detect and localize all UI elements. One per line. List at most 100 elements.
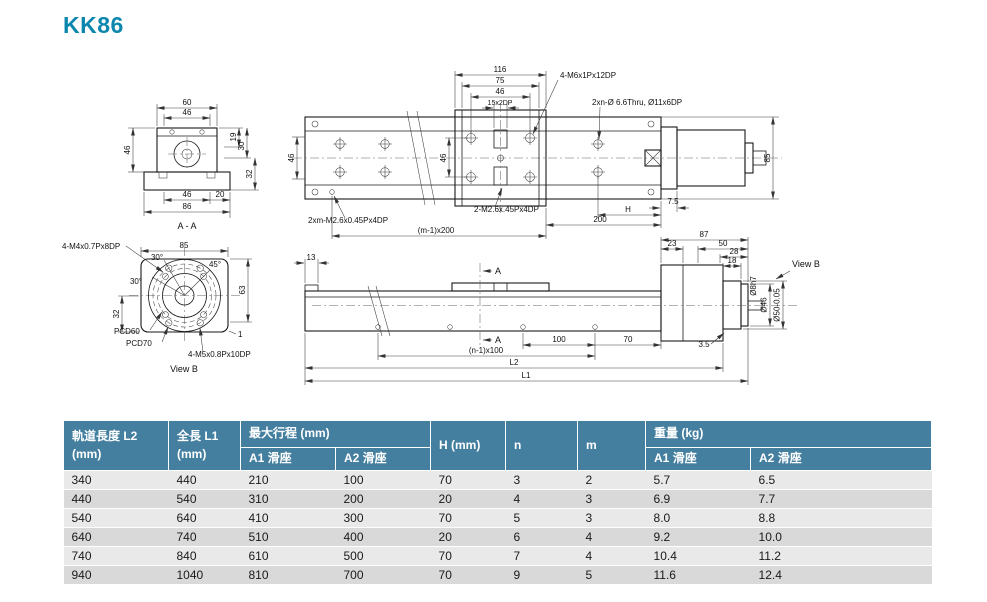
- dim-label: 85: [180, 241, 189, 250]
- stroke-a1-value: 310: [240, 489, 336, 509]
- callout-m6: 4-M6x1Px12DP: [560, 71, 616, 80]
- total-length-value: 640: [168, 508, 241, 528]
- col-header-total-length-unit: (mm): [177, 446, 207, 461]
- stroke-a1-value: 810: [240, 565, 336, 585]
- dim-label: 18: [728, 256, 737, 265]
- weight-a2-value: 12.4: [750, 565, 932, 585]
- dim-label: 86: [183, 202, 192, 211]
- dim-label: 28: [730, 247, 739, 256]
- weight-a2-value: 11.2: [750, 546, 932, 566]
- page-title: KK86: [63, 12, 124, 38]
- stroke-a1-value: 410: [240, 508, 336, 528]
- stroke-a2-value: 100: [335, 470, 431, 490]
- n-value: 5: [505, 508, 578, 528]
- m-value: 3: [577, 489, 646, 509]
- side-view: A A 13 87 23 50 28 18 Ø8h7: [294, 230, 820, 385]
- weight-a1-value: 11.6: [645, 565, 751, 585]
- rail-length-value: 440: [63, 489, 169, 509]
- weight-a1-value: 9.2: [645, 527, 751, 547]
- col-header-max-stroke: 最大行程 (mm): [239, 420, 432, 448]
- h-value: 20: [430, 489, 506, 509]
- stroke-a2-value: 200: [335, 489, 431, 509]
- weight-a2-value: 6.5: [750, 470, 932, 490]
- stroke-a2-value: 300: [335, 508, 431, 528]
- weight-a1-value: 10.4: [645, 546, 751, 566]
- h-value: 70: [430, 565, 506, 585]
- m-value: 3: [577, 508, 646, 528]
- col-header-rail-length-label: 軌道長度 L2: [72, 429, 138, 444]
- m-value: 4: [577, 546, 646, 566]
- stroke-a1-value: 610: [240, 546, 336, 566]
- callout-m4: 4-M4x0.7Px8DP: [62, 242, 120, 251]
- dim-label: 46: [439, 153, 448, 162]
- rail-length-value: 940: [63, 565, 169, 585]
- stroke-a2-value: 700: [335, 565, 431, 585]
- dim-label: L1: [522, 371, 531, 380]
- h-value: 70: [430, 508, 506, 528]
- spec-row: 340 440 210 100 70 3 2 5.7 6.5: [63, 470, 932, 490]
- angle-label: 30°: [151, 253, 163, 262]
- total-length-value: 740: [168, 527, 241, 547]
- spec-table-container: 軌道長度 L2 (mm) 全長 L1 (mm) 最大行程 (mm) H (mm)…: [63, 420, 933, 585]
- section-aa-label: A - A: [177, 221, 196, 231]
- rail-length-value: 740: [63, 546, 169, 566]
- dim-label: 13: [307, 253, 316, 262]
- dim-label: 19: [229, 132, 238, 141]
- dim-label: L2: [510, 358, 519, 367]
- dim-label: 46: [183, 190, 192, 199]
- weight-a1-value: 5.7: [645, 470, 751, 490]
- h-value: 20: [430, 527, 506, 547]
- dim-label: 46: [496, 87, 505, 96]
- angle-label: 30°: [130, 277, 142, 286]
- dim-label: 32: [112, 309, 121, 318]
- view-b: 4-M4x0.7Px8DP 85 30° 45° 30° 63: [62, 241, 252, 374]
- top-view: 116 75 46 15x2DP 4-M6x1Px12DP 2xn-Ø 6.6T…: [287, 65, 782, 239]
- pcd70-label: PCD70: [126, 339, 152, 348]
- technical-drawing: 60 46 46 19 30 32 46 20 86 A - A 4-M4x0.…: [62, 65, 820, 385]
- spec-row: 940 1040 810 700 70 9 5 11.6 12.4: [63, 565, 932, 585]
- dim-label: 7.5: [667, 197, 679, 206]
- weight-a1-value: 8.0: [645, 508, 751, 528]
- weight-a2-value: 10.0: [750, 527, 932, 547]
- dim-label: 50: [719, 239, 728, 248]
- view-b-reference: View B: [792, 259, 820, 269]
- dim-label: 60: [183, 98, 192, 107]
- dim-label: 85: [763, 153, 772, 162]
- header-row-2: A1 滑座 A2 滑座 A1 滑座 A2 滑座: [64, 447, 933, 471]
- n-value: 9: [505, 565, 578, 585]
- dim-label: 46: [287, 153, 296, 162]
- col-header-stroke-a2: A2 滑座: [334, 447, 432, 471]
- dim-label: 75: [496, 76, 505, 85]
- dim-label: 3.5: [698, 340, 710, 349]
- callout-m5: 4-M5x0.8Px10DP: [188, 350, 251, 359]
- dim-label: 200: [593, 215, 607, 224]
- dim-label: (m-1)x200: [418, 226, 455, 235]
- callout-2xm: 2xm-M2.6x0.45Px4DP: [308, 216, 388, 225]
- spec-row: 640 740 510 400 20 6 4 9.2 10.0: [63, 527, 932, 547]
- col-header-weight: 重量 (kg): [645, 420, 933, 448]
- h-value: 70: [430, 546, 506, 566]
- col-header-m: m: [577, 420, 647, 471]
- total-length-value: 540: [168, 489, 241, 509]
- section-arrow-label: A: [495, 266, 501, 276]
- total-length-value: 440: [168, 470, 241, 490]
- spec-row: 740 840 610 500 70 7 4 10.4 11.2: [63, 546, 932, 566]
- dim-label: 46: [123, 145, 132, 154]
- weight-a1-value: 6.9: [645, 489, 751, 509]
- dim-label: 1: [238, 330, 243, 339]
- h-value: 70: [430, 470, 506, 490]
- col-header-n: n: [505, 420, 579, 471]
- dim-label: 30: [237, 141, 246, 150]
- dim-label: 63: [238, 285, 247, 294]
- spec-table: 軌道長度 L2 (mm) 全長 L1 (mm) 最大行程 (mm) H (mm)…: [63, 420, 933, 585]
- dia-label: Ø46: [760, 297, 769, 313]
- n-value: 4: [505, 489, 578, 509]
- col-header-rail-length: 軌道長度 L2 (mm): [63, 420, 169, 471]
- header-row-1: 軌道長度 L2 (mm) 全長 L1 (mm) 最大行程 (mm) H (mm)…: [63, 420, 933, 471]
- m-value: 2: [577, 470, 646, 490]
- callout-2m26: 2-M2.6x.45Px4DP: [474, 205, 539, 214]
- total-length-value: 1040: [168, 565, 241, 585]
- weight-a2-value: 7.7: [750, 489, 932, 509]
- dim-label: 100: [552, 335, 566, 344]
- dim-label: 87: [700, 230, 709, 239]
